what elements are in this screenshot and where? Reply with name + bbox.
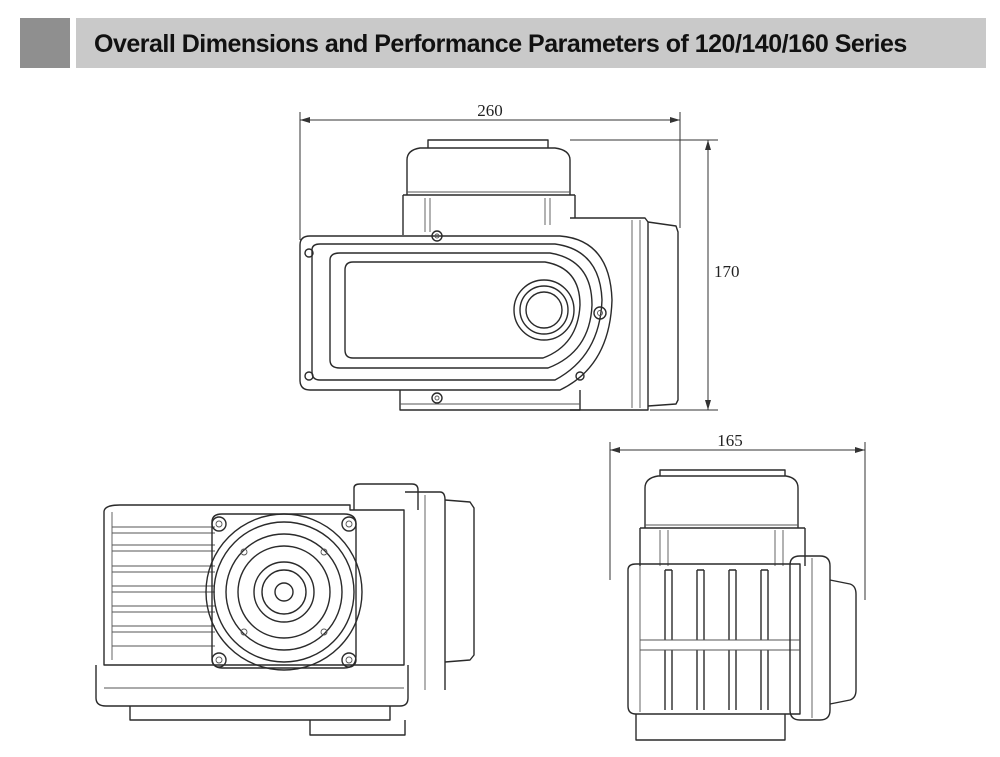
page-title: Overall Dimensions and Performance Param… [94,30,907,58]
dimension-label-170: 170 [714,262,740,281]
header-bar: Overall Dimensions and Performance Param… [76,18,986,68]
dimension-260: 260 [299,101,681,240]
dimension-165: 165 [609,431,866,600]
side-view-right: 165 [609,431,866,741]
front-view: 260 170 [299,101,740,411]
side-view-left [95,483,475,736]
header-square [20,18,70,68]
dimension-label-165: 165 [717,431,743,450]
dimension-label-260: 260 [477,101,503,120]
dimension-170: 170 [570,139,740,411]
